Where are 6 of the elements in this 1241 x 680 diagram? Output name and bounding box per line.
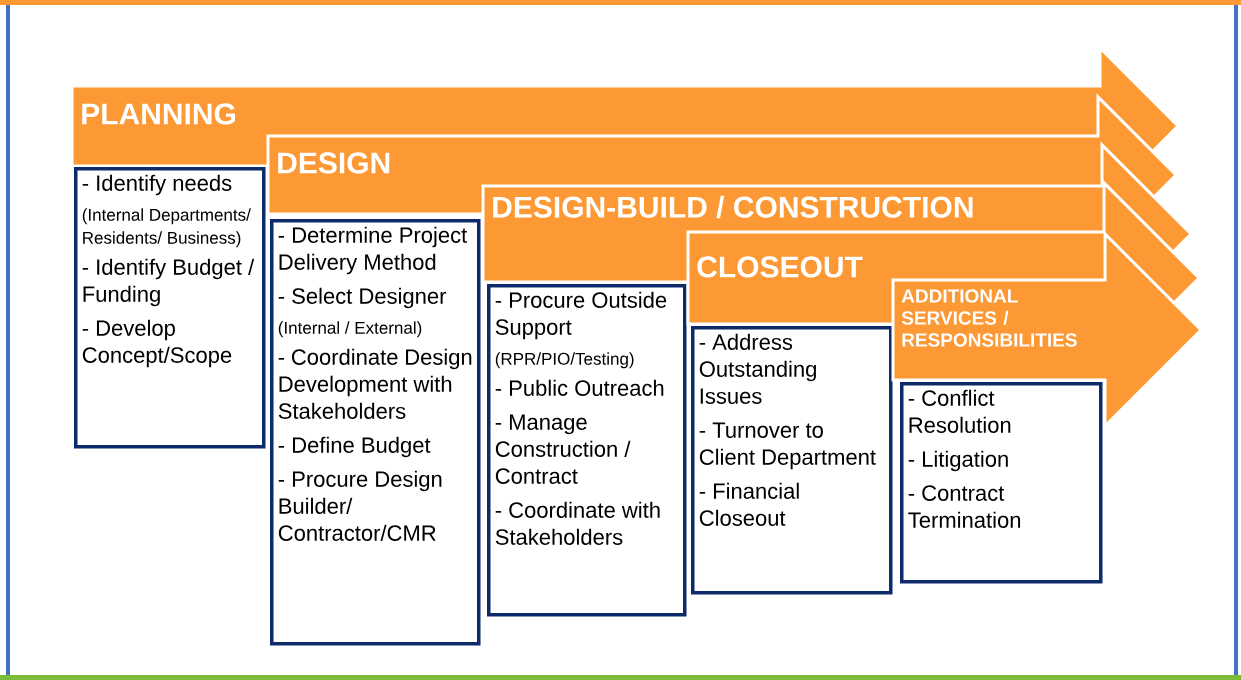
node-label: CLOSEOUT	[697, 256, 863, 278]
task-list-box: - Address Outstanding Issues - Turnover to Client Department - Financial Closeout	[691, 326, 893, 595]
task-list-box: - Determine Project Delivery Method - Select Designer (Internal / External) - Coordinate Design Development with Stakeholders - Define Budget - Procure Design Builder/ Contractor/CMR	[270, 219, 481, 646]
task-list-box: - Identify needs (Internal Departments/ Residents/ Business) - Identify Budget / Funding - Develop Concept/Scope	[74, 167, 266, 449]
task-list-box: - Procure Outside Support (RPR/PIO/Testing) - Public Outreach - Manage Construction / Contract - Coordinate with Stakeholders	[487, 284, 687, 617]
task-list-box: - Conflict Resolution - Litigation - Contract Termination	[900, 382, 1103, 584]
